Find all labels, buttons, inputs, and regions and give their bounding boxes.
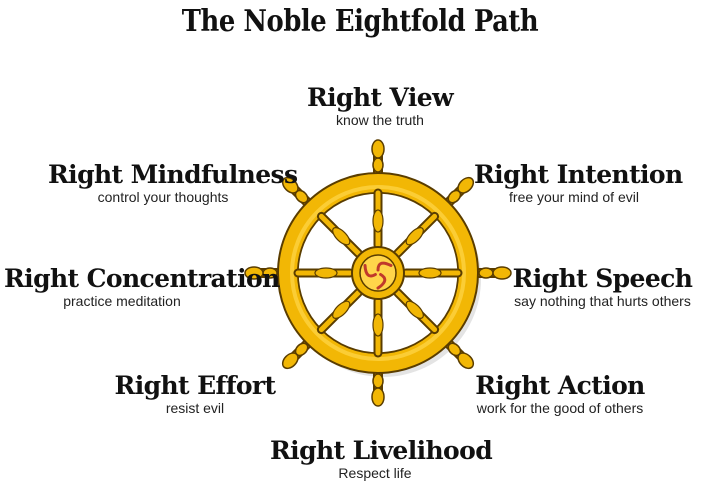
- path-desc: work for the good of others: [476, 400, 644, 416]
- path-name: Right Concentration: [4, 264, 280, 293]
- path-name: Right Livelihood: [270, 436, 493, 465]
- path-desc: practice meditation: [63, 293, 181, 309]
- handle-knob: [372, 157, 384, 173]
- path-name: Right Mindfulness: [48, 160, 298, 189]
- swirl: [376, 273, 387, 290]
- path-right-action: Right Action work for the good of others: [450, 372, 670, 417]
- diagram-title: The Noble Eightfold Path: [181, 4, 539, 39]
- rim: [279, 174, 477, 372]
- spoke-bulb: [405, 227, 424, 246]
- path-desc: resist evil: [165, 400, 225, 416]
- handle-tip: [281, 352, 299, 370]
- path-desc: control your thoughts: [97, 189, 229, 205]
- handle-tip: [371, 387, 385, 407]
- path-name: Right Effort: [114, 371, 277, 400]
- path-name: Right Speech: [512, 264, 693, 293]
- spoke-bulb: [372, 209, 384, 233]
- path-right-livelihood: Right Livelihood Respect life: [270, 436, 493, 482]
- path-desc: Respect life: [338, 465, 412, 481]
- handle-tip: [457, 176, 475, 194]
- swirl: [376, 261, 393, 272]
- path-right-speech: Right Speech say nothing that hurts othe…: [490, 265, 715, 310]
- path-right-concentration: Right Concentration practice meditation: [4, 264, 280, 310]
- path-right-mindfulness: Right Mindfulness control your thoughts: [48, 160, 298, 206]
- spoke-bulb: [372, 313, 384, 337]
- spoke-bulb: [405, 300, 424, 319]
- handle-tip: [492, 266, 512, 280]
- path-name: Right Action: [475, 371, 645, 400]
- path-name: Right View: [306, 83, 454, 112]
- handle-tip: [371, 139, 385, 159]
- handle-tip: [244, 266, 264, 280]
- path-desc: free your mind of evil: [509, 189, 639, 205]
- spoke-bulb: [418, 267, 442, 279]
- spoke-bulb: [332, 300, 351, 319]
- path-right-effort: Right Effort resist evil: [110, 372, 280, 417]
- swirl: [363, 264, 377, 278]
- spoke-bulb: [314, 267, 338, 279]
- path-desc: know the truth: [336, 112, 424, 128]
- handle-tip: [457, 352, 475, 370]
- spoke-bulb: [332, 227, 351, 246]
- path-desc: say nothing that hurts others: [514, 293, 691, 309]
- rim-highlight: [290, 185, 466, 361]
- path-right-view: Right View know the truth: [280, 84, 480, 129]
- handle-knob: [372, 373, 384, 389]
- path-name: Right Intention: [474, 160, 683, 189]
- path-right-intention: Right Intention free your mind of evil: [474, 160, 683, 206]
- handle-tip: [281, 176, 299, 194]
